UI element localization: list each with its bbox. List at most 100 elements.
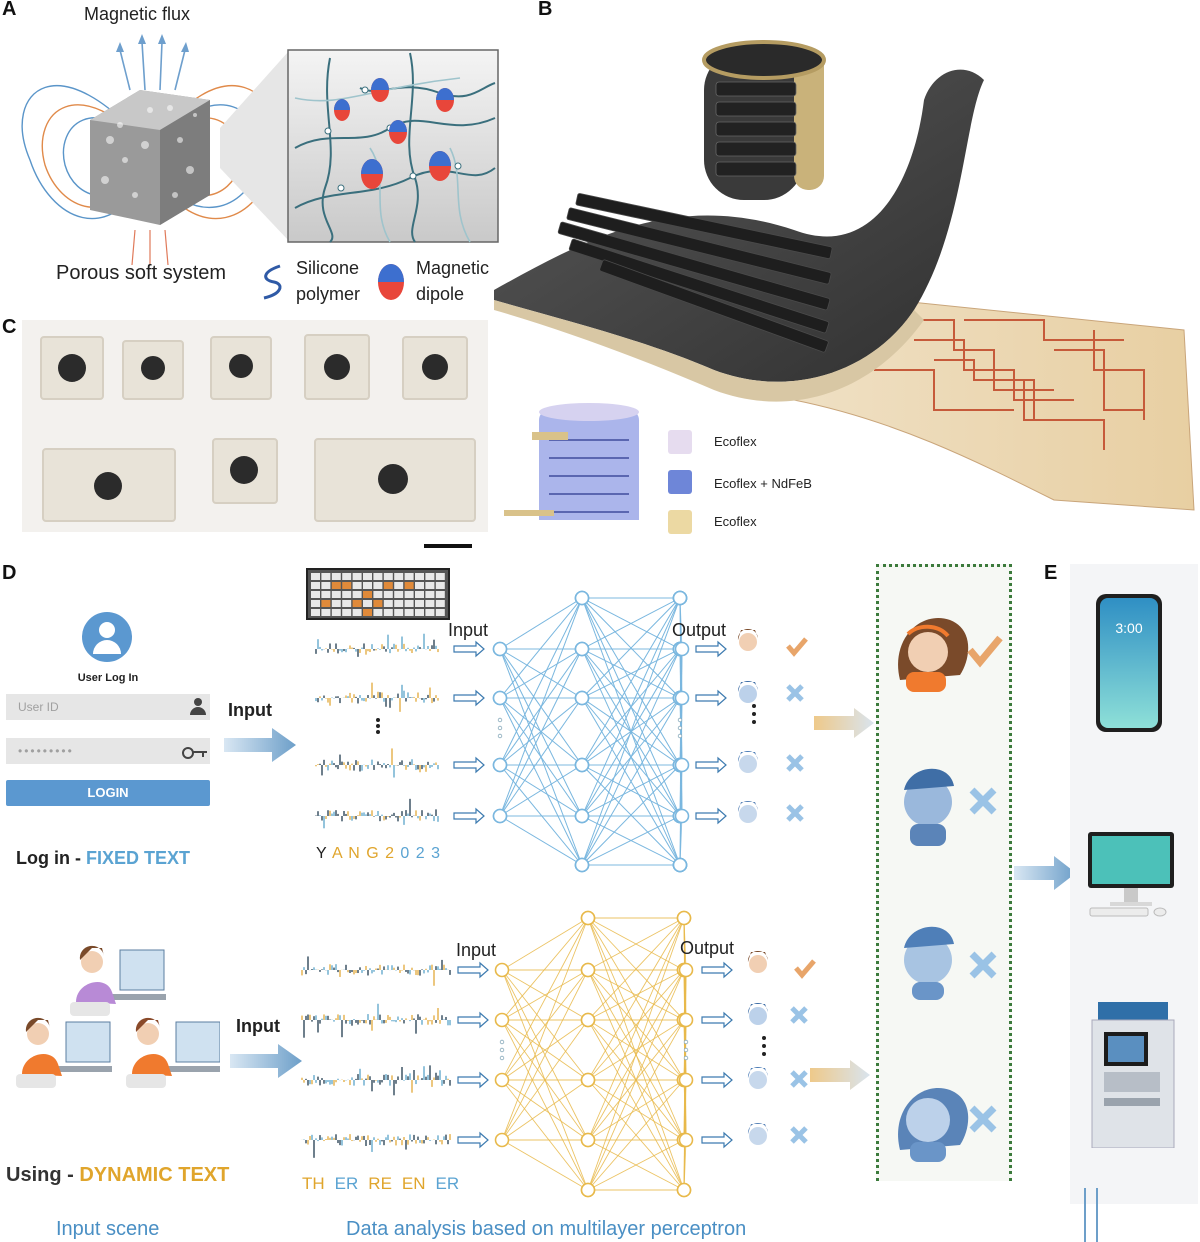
- sensor-pad: [122, 340, 184, 400]
- mlp-top-output-neuron: [674, 641, 690, 657]
- mini-key: [373, 591, 383, 598]
- login-form: User Log In User ID ••••••••• LOGIN: [6, 610, 210, 810]
- login-title: User Log In: [77, 672, 139, 684]
- magnetic-disk: [378, 464, 408, 494]
- mlp-top-in-neuron: [574, 641, 590, 657]
- legend-swatch-ecoflex-ndfeb: [668, 470, 692, 494]
- mlp-bottom-in-connection: [501, 917, 589, 1021]
- mini-key: [425, 573, 435, 580]
- user-face-rejected: [898, 1088, 969, 1162]
- magnetic-disk: [324, 354, 350, 380]
- dynamic-text-token: RE: [368, 1174, 392, 1193]
- magnetic-field-diagram: [21, 34, 278, 266]
- user-id-input[interactable]: User ID: [6, 694, 210, 720]
- sensor-pad: [402, 336, 468, 400]
- mini-key: [415, 609, 424, 616]
- hollow-arrow-icon: [453, 689, 485, 707]
- using-caption-prefix: Using -: [6, 1164, 80, 1186]
- login-caption: Log in - FIXED TEXT: [16, 848, 190, 869]
- mini-key: [394, 582, 404, 589]
- hollow-arrow-icon: [453, 807, 485, 825]
- mlp-top-hidden-connection: [581, 597, 681, 699]
- mlp-top-output-neuron: [672, 857, 688, 873]
- mini-key: [415, 582, 424, 589]
- footer-mlp-analysis: Data analysis based on multilayer percep…: [346, 1218, 747, 1240]
- magnetic-disk: [230, 456, 258, 484]
- mlp-bottom-hidden-connection: [587, 917, 685, 1141]
- legend-swatch-ecoflex-base: [668, 510, 692, 534]
- sensor-pad: [304, 334, 370, 400]
- mlp-bottom-in-connection: [501, 1019, 589, 1081]
- mlp-top-in-neuron: [492, 757, 508, 773]
- mlp-top-in-neuron: [492, 690, 508, 706]
- arrow-right-icon: [230, 1044, 302, 1078]
- coil-structure: [504, 403, 639, 520]
- output-face-rejected: [739, 685, 757, 703]
- mini-key: [404, 582, 414, 589]
- mini-key: [394, 609, 404, 616]
- mini-key: [363, 600, 372, 607]
- mini-key: [311, 573, 320, 580]
- mini-key: [404, 573, 414, 580]
- mini-key: [394, 573, 404, 580]
- user-icon: [190, 698, 206, 716]
- user-face-rejected: [904, 768, 954, 846]
- scale-bar: [424, 544, 472, 548]
- mlp-bottom-output-neuron: [678, 1132, 694, 1148]
- mini-key: [352, 600, 362, 607]
- output-face-rejected: [749, 1127, 767, 1145]
- legend-dipole-line2: dipole: [416, 284, 465, 304]
- footer-input-scene: Input scene: [56, 1218, 160, 1240]
- sensor-pad: [212, 438, 278, 504]
- cross-icon: [786, 804, 804, 822]
- mini-key: [415, 591, 424, 598]
- hollow-arrow-icon: [695, 756, 727, 774]
- silicone-polymer-icon: [263, 264, 282, 300]
- output-face-rejected: [739, 805, 757, 823]
- atm-machine: [1091, 1002, 1175, 1148]
- panel-label-d: D: [2, 562, 17, 584]
- mlp-bottom-hidden-connection: [587, 917, 685, 1191]
- sensor-pad: [42, 448, 176, 522]
- result-faces: [898, 618, 1003, 1162]
- mlp-bottom-in-connection: [501, 1079, 589, 1141]
- mini-key: [404, 609, 414, 616]
- hollow-arrow-icon: [695, 640, 727, 658]
- hollow-arrow-icon: [457, 961, 489, 979]
- mini-key: [342, 582, 352, 589]
- polymer-network-zoom: [220, 49, 499, 243]
- ellipsis-dot: [683, 1047, 689, 1053]
- mlp-top-in-connection: [499, 815, 583, 866]
- mlp-bottom-in-connection: [501, 917, 589, 1141]
- mlp-bottom-output-connection: [683, 1139, 687, 1191]
- mlp-bottom-hidden-neuron: [580, 1012, 596, 1028]
- mlp-bottom-hidden-neuron: [580, 1072, 596, 1088]
- magnetic-dipoles: [334, 78, 454, 189]
- mlp-top-in-neuron: [492, 641, 508, 657]
- check-icon: [967, 635, 1003, 668]
- mini-key: [363, 609, 372, 616]
- mini-key: [342, 609, 352, 616]
- mini-key: [435, 582, 445, 589]
- mini-key: [331, 609, 341, 616]
- mlp-input-label-bottom: Input: [456, 940, 497, 960]
- mini-key: [321, 600, 331, 607]
- mlp-top-in-neuron: [574, 590, 590, 606]
- dynamic-text-token: ER: [435, 1174, 460, 1193]
- login-button[interactable]: LOGIN: [6, 780, 210, 806]
- cross-icon: [969, 951, 997, 979]
- password-input[interactable]: •••••••••: [6, 738, 210, 764]
- mlp-bottom-hidden-connection: [587, 1019, 685, 1081]
- mlp-bottom-in-connection: [501, 969, 589, 1021]
- mini-key: [321, 609, 331, 616]
- mini-key: [425, 591, 435, 598]
- magnetic-flux-title: Magnetic flux: [84, 4, 191, 24]
- mlp-bottom-in-connection: [501, 1079, 589, 1191]
- mini-key: [321, 591, 331, 598]
- hollow-arrow-icon: [457, 1071, 489, 1089]
- flexible-keyboard-illustration: [494, 40, 1195, 520]
- legend-polymer-line1: Silicone: [296, 258, 360, 278]
- ellipsis-dot: [677, 733, 683, 739]
- phone-time: 3:00: [1115, 620, 1143, 636]
